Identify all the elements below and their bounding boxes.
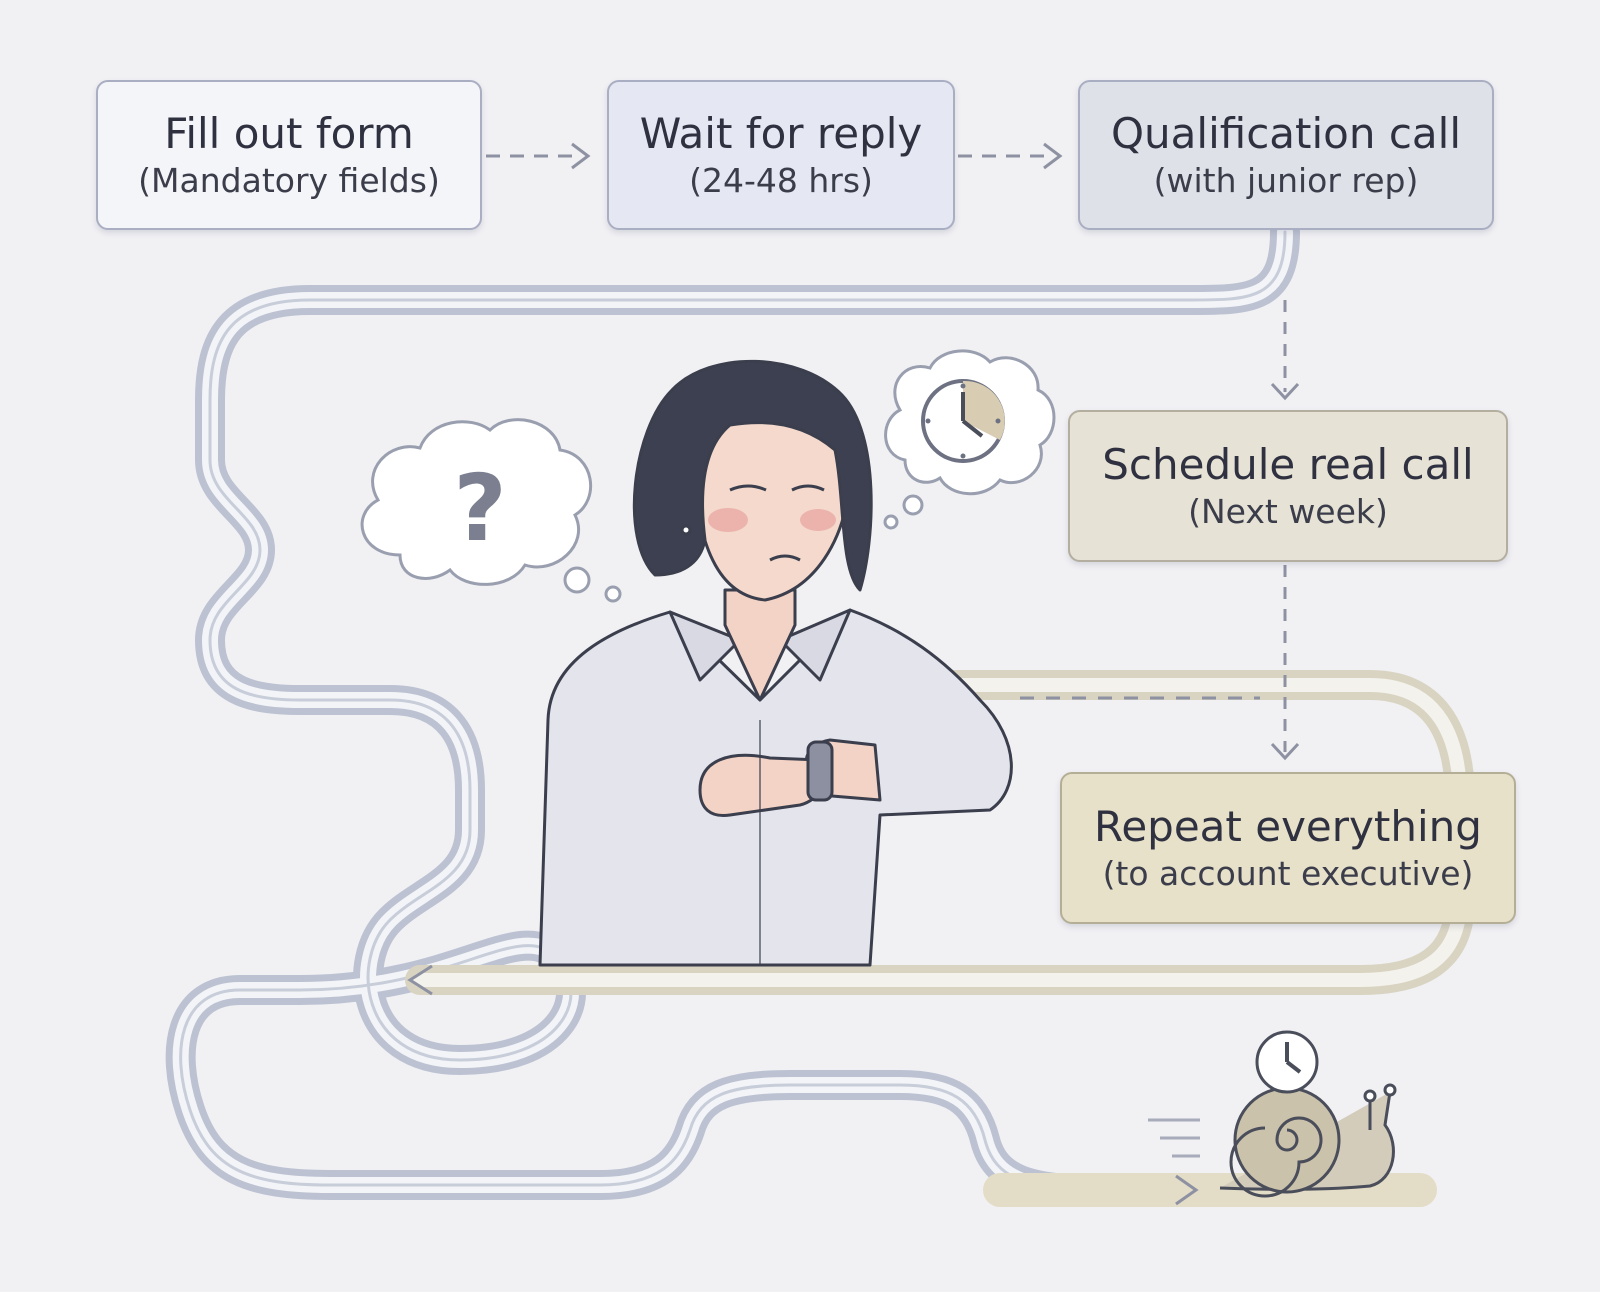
winding-path-gray	[165, 217, 1300, 1205]
clock-icon	[921, 379, 1005, 463]
step-title: Fill out form	[164, 109, 414, 158]
question-mark-icon: ?	[453, 455, 506, 562]
step-title: Repeat everything	[1094, 802, 1482, 851]
question-thought-bubble: ?	[360, 418, 622, 603]
step-qualification-call: Qualification call (with junior rep)	[1078, 80, 1494, 230]
step-repeat-everything: Repeat everything (to account executive)	[1060, 772, 1516, 924]
step-subtitle: (Next week)	[1188, 492, 1388, 531]
step-subtitle: (to account executive)	[1102, 854, 1474, 893]
flow-connectors	[407, 142, 1300, 1206]
woman-checking-watch	[538, 359, 1013, 967]
step-wait-for-reply: Wait for reply (24-48 hrs)	[607, 80, 955, 230]
step-title: Qualification call	[1110, 109, 1461, 158]
step-subtitle: (Mandatory fields)	[138, 161, 440, 200]
clock-thought-bubble	[883, 349, 1056, 530]
step-subtitle: (24-48 hrs)	[689, 161, 873, 200]
snail-with-clock	[1148, 1030, 1397, 1198]
step-fill-out-form: Fill out form (Mandatory fields)	[96, 80, 482, 230]
step-subtitle: (with junior rep)	[1153, 161, 1419, 200]
step-schedule-real-call: Schedule real call (Next week)	[1068, 410, 1508, 562]
snail-clock-icon	[1255, 1030, 1319, 1094]
step-title: Wait for reply	[639, 109, 923, 158]
step-title: Schedule real call	[1102, 440, 1474, 489]
